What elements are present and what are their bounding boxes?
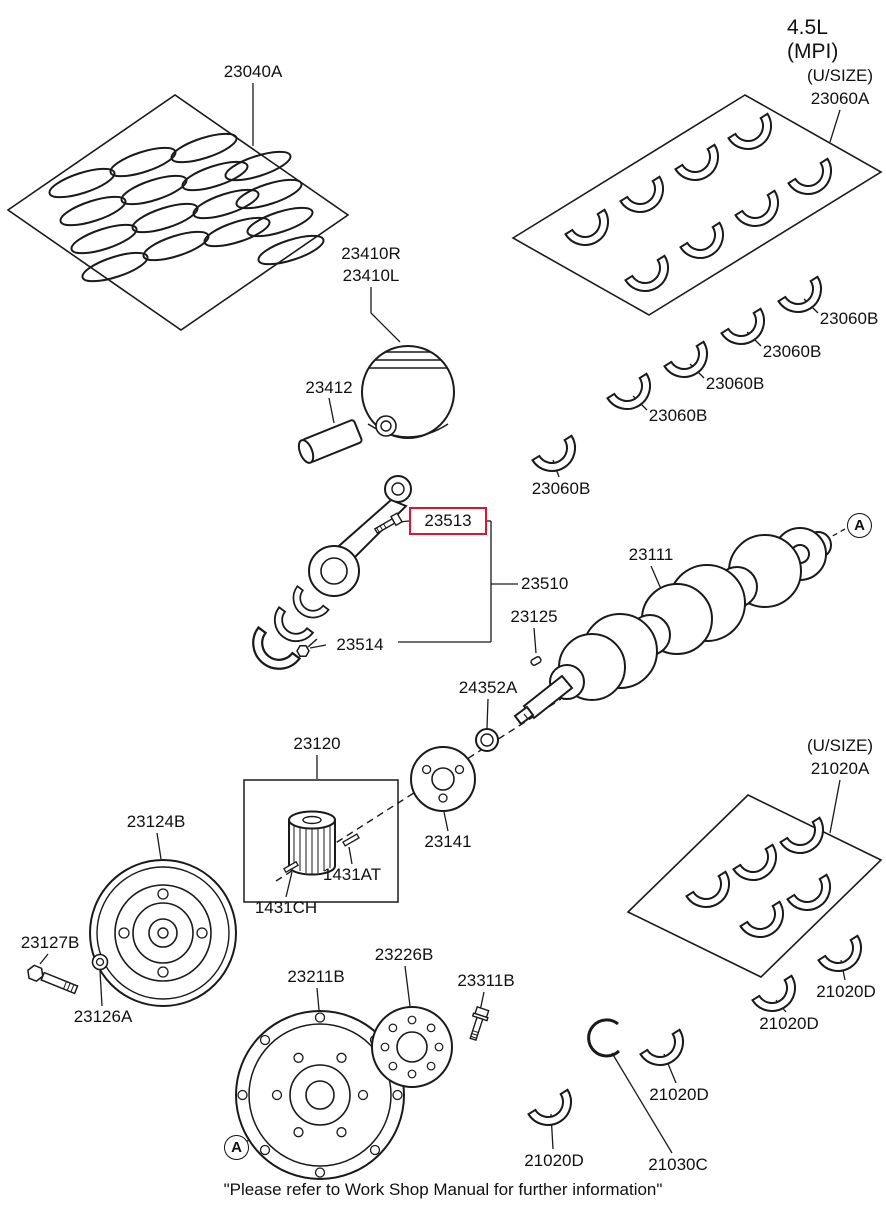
drive-plate-drawing xyxy=(235,1010,405,1180)
adapter-plate-drawing xyxy=(371,1006,453,1088)
view-marker-a-crankshaft: A xyxy=(847,513,872,538)
view-marker-a-drive-plate: A xyxy=(224,1135,249,1160)
connecting-rod-drawing xyxy=(241,475,412,681)
piston-drawing xyxy=(361,345,455,439)
part-label-damper-pulley[interactable]: 23124B xyxy=(126,812,186,831)
damper-pulley-drawing xyxy=(89,859,237,1007)
drive-plate-bolt-drawing xyxy=(469,1006,490,1042)
main-bearing-set-upper-drawing xyxy=(511,94,883,316)
part-label-connecting-rod-cap-bolt[interactable]: 23514 xyxy=(336,635,384,654)
sprocket-kit-drawing xyxy=(243,779,399,903)
part-label-piston-ring-set[interactable]: 23040A xyxy=(223,62,283,81)
part-label-piston-left[interactable]: 23410L xyxy=(342,266,400,285)
part-label-main-bearing-lower-1[interactable]: 21020D xyxy=(816,982,876,1001)
crankshaft-drawing xyxy=(513,527,832,726)
part-label-main-bearing-lower-2[interactable]: 21020D xyxy=(759,1014,819,1033)
part-label-main-bearing-set-lower[interactable]: 21020A xyxy=(810,759,870,778)
part-label-pulley-bolt[interactable]: 23127B xyxy=(20,933,80,952)
piston-pin-drawing xyxy=(297,419,363,464)
pulley-washer-drawing xyxy=(91,953,109,971)
part-label-drive-plate[interactable]: 23211B xyxy=(287,967,345,986)
part-label-sprocket-plate[interactable]: 23141 xyxy=(424,832,472,851)
part-label-sprocket-kit[interactable]: 23120 xyxy=(293,734,341,753)
part-label-dowel-pin-ch[interactable]: 1431CH xyxy=(254,898,318,917)
part-label-main-bearing-lower-3[interactable]: 21020D xyxy=(649,1085,709,1104)
part-label-main-bearing-upper-4[interactable]: 23060B xyxy=(648,406,708,425)
part-label-pulley-washer[interactable]: 23126A xyxy=(73,1007,133,1026)
part-label-adapter-plate[interactable]: 23226B xyxy=(374,945,434,964)
pulley-bolt-drawing xyxy=(27,964,79,995)
spacer-ring-drawing xyxy=(475,728,499,752)
part-label-main-bearing-lower-4[interactable]: 21020D xyxy=(524,1151,584,1170)
thrust-bearing-drawing xyxy=(587,1018,621,1058)
part-label-drive-plate-bolt[interactable]: 23311B xyxy=(457,971,515,990)
part-label-connecting-rod-bolt[interactable]: 23513 xyxy=(424,511,472,530)
part-label-main-bearing-upper-3[interactable]: 23060B xyxy=(705,374,765,393)
leader-lines xyxy=(39,83,846,1154)
part-label-dowel-pin-at[interactable]: 1431AT xyxy=(322,865,382,884)
part-label-crankshaft-key[interactable]: 23125 xyxy=(510,607,558,626)
main-bearings-upper-drawing xyxy=(531,275,831,481)
undersize-note-lower: (U/SIZE) xyxy=(806,736,874,755)
footer-note: "Please refer to Work Shop Manual for fu… xyxy=(223,1180,663,1199)
part-callout-box[interactable]: 23513 xyxy=(409,507,487,535)
undersize-note-upper: (U/SIZE) xyxy=(806,66,874,85)
piston-ring-set-drawing xyxy=(6,94,350,331)
part-label-main-bearing-set-upper[interactable]: 23060A xyxy=(810,89,870,108)
crankshaft-key-drawing xyxy=(530,656,542,666)
part-label-main-bearing-upper-2[interactable]: 23060B xyxy=(762,342,822,361)
part-label-main-bearing-upper-5[interactable]: 23060B xyxy=(531,479,591,498)
part-label-main-bearing-upper-1[interactable]: 23060B xyxy=(819,309,879,328)
part-label-thrust-bearing[interactable]: 21030C xyxy=(648,1155,708,1174)
sprocket-plate-drawing xyxy=(410,746,476,812)
main-bearing-set-lower-drawing xyxy=(626,794,883,978)
part-label-spacer-ring[interactable]: 24352A xyxy=(458,678,518,697)
part-label-crankshaft[interactable]: 23111 xyxy=(628,545,674,564)
part-label-piston-right[interactable]: 23410R xyxy=(341,244,401,263)
part-label-piston-pin[interactable]: 23412 xyxy=(305,378,353,397)
engine-variant-title: 4.5L (MPI) xyxy=(787,16,839,63)
part-label-connecting-rod[interactable]: 23510 xyxy=(521,574,569,593)
